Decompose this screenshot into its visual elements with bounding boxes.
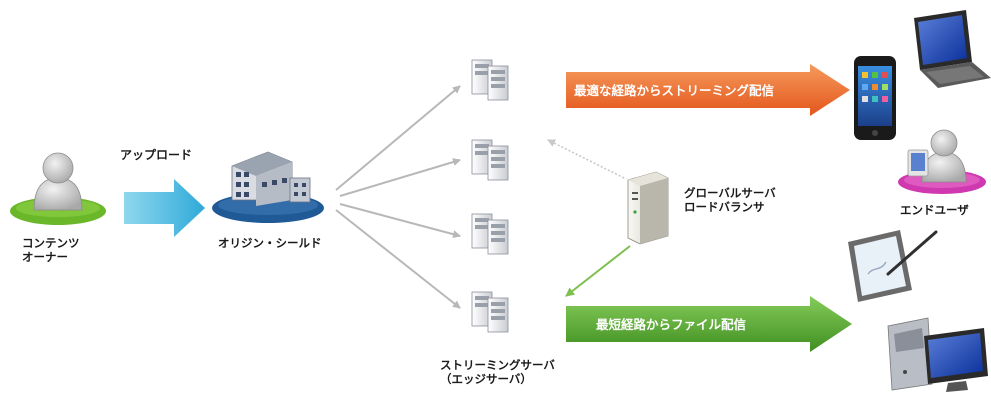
origin-to-edge-4-arrow [335, 209, 461, 309]
smartphone-icon [854, 56, 896, 140]
edge-server-3-icon [471, 213, 509, 255]
desktop-pc-icon [887, 317, 988, 392]
laptop-icon [914, 10, 991, 88]
content-owner-person-icon [10, 152, 106, 225]
content-owner-label-line2: オーナー [22, 250, 68, 265]
streaming-server-label: ストリーミングサーバ （エッジサーバ） [440, 358, 555, 387]
origin-to-edge-2-arrow [339, 158, 461, 197]
shortest-route-arrow-shape [566, 296, 852, 352]
origin-to-edge-3-arrow [339, 203, 461, 239]
streaming-server-label-line1: ストリーミングサーバ [440, 358, 555, 372]
edge-server-4-icon [471, 291, 509, 333]
end-user-person-icon [898, 129, 986, 194]
origin-shield-building-icon [212, 151, 324, 223]
gslb-to-edge-dotted-arrow [547, 139, 625, 179]
edge-server-1-icon [471, 59, 509, 101]
edge-server-2-icon [471, 139, 509, 181]
origin-to-edge-1-arrow [335, 85, 461, 191]
gslb-tower-server-icon [627, 171, 669, 245]
gslb-label-line1: グローバルサーバ [684, 186, 776, 200]
origin-shield-label: オリジン・シールド [218, 236, 322, 250]
optimal-route-banner-text: 最適な経路からストリーミング配信 [574, 83, 775, 98]
upload-label: アップロード [120, 148, 193, 162]
content-owner-label-line1: コンテンツ [22, 236, 80, 250]
streaming-server-label-line2: （エッジサーバ） [440, 372, 532, 387]
tablet-pen-icon [848, 230, 938, 302]
shortest-route-banner-text: 最短経路からファイル配信 [596, 317, 747, 332]
gslb-to-edge-green-arrow [565, 245, 631, 297]
content-owner-label: コンテンツ オーナー [22, 236, 80, 265]
shortest-route-banner: 最短経路からファイル配信 [566, 296, 852, 352]
upload-arrow-icon [124, 179, 205, 237]
optimal-route-banner: 最適な経路からストリーミング配信 [566, 64, 850, 116]
end-user-label: エンドユーザ [900, 203, 969, 217]
gslb-label: グローバルサーバ ロードバランサ [684, 186, 776, 215]
optimal-route-arrow-shape [566, 64, 850, 116]
gslb-label-line2: ロードバランサ [684, 200, 765, 215]
